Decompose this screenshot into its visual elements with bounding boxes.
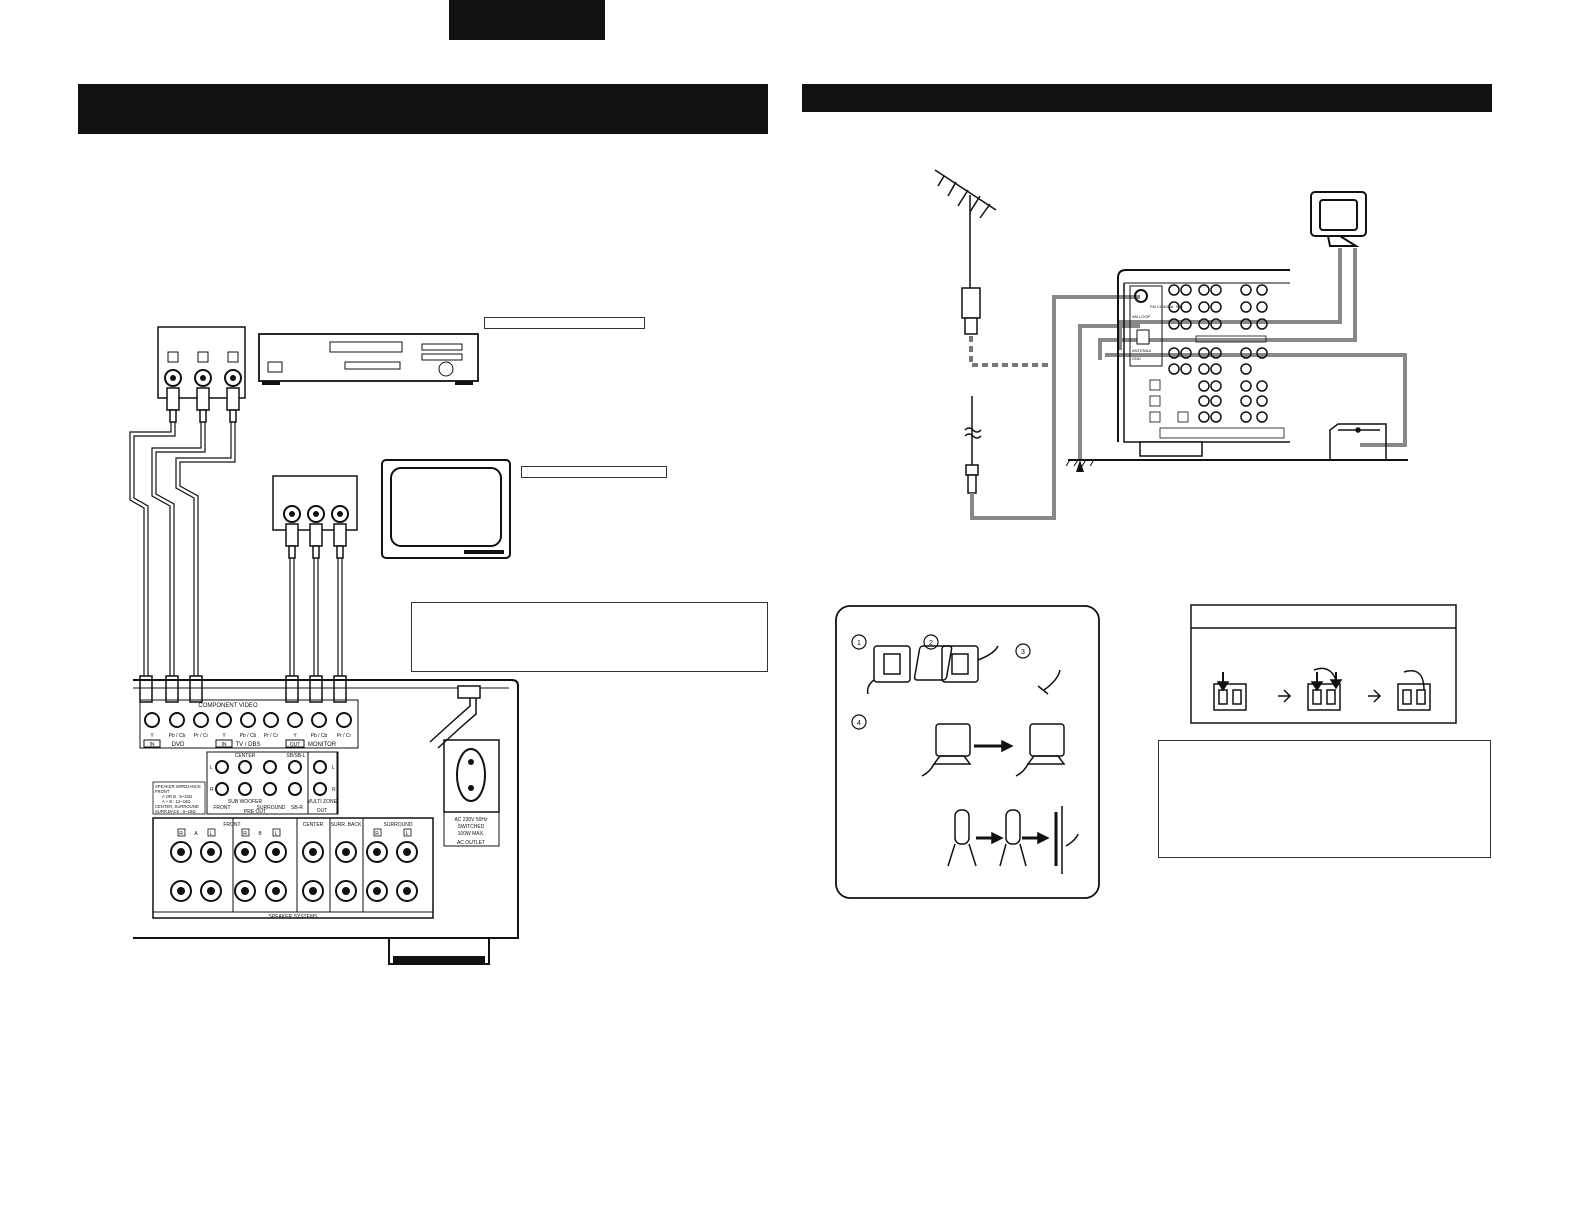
antenna-cables — [970, 248, 1407, 520]
svg-text:B: B — [258, 831, 262, 837]
svg-text:1: 1 — [857, 640, 861, 647]
fm-antenna-cable-dashed — [969, 336, 1055, 367]
svg-text:GND: GND — [1132, 356, 1141, 361]
svg-text:SB/SB-L: SB/SB-L — [286, 753, 305, 759]
top-tab — [449, 0, 605, 40]
svg-text:SPEAKER SYSTEMS: SPEAKER SYSTEMS — [269, 914, 319, 920]
svg-text:L: L — [210, 765, 213, 771]
video-cables — [129, 422, 343, 678]
svg-text:Pb / Cb: Pb / Cb — [169, 733, 186, 739]
fm-antenna-illustration — [934, 169, 997, 335]
svg-text:A + B : 12~16Ω: A + B : 12~16Ω — [162, 799, 191, 804]
svg-text:ANTENNA: ANTENNA — [1132, 348, 1151, 353]
dvd-plugs — [166, 387, 240, 423]
dvd-player-label — [484, 317, 645, 329]
svg-text:L: L — [332, 765, 335, 771]
svg-text:Y: Y — [222, 733, 226, 739]
svg-text:Pr / Cr: Pr / Cr — [194, 733, 209, 739]
svg-text:3: 3 — [1021, 649, 1025, 656]
svg-text:IN: IN — [150, 742, 155, 748]
svg-text:OUT: OUT — [290, 742, 301, 748]
ground-post-illustration — [1329, 423, 1387, 460]
svg-text:COMPONENT VIDEO: COMPONENT VIDEO — [198, 703, 258, 709]
svg-text:Pr / Cr: Pr / Cr — [337, 733, 352, 739]
push-terminal-box — [1190, 604, 1457, 724]
svg-text:AM LOOP: AM LOOP — [1132, 314, 1151, 319]
svg-text:A: A — [194, 831, 198, 837]
dvd-output-jacks — [157, 326, 246, 399]
svg-text:SUB WOOFER: SUB WOOFER — [228, 799, 263, 805]
right-section-title-bar — [802, 84, 1492, 112]
svg-text:TV / DBS: TV / DBS — [235, 742, 260, 748]
svg-text:R: R — [179, 831, 183, 837]
svg-text:AC OUTLET: AC OUTLET — [457, 840, 485, 846]
am-loop-antenna — [1310, 191, 1367, 247]
tv-monitor-illustration — [381, 459, 511, 559]
svg-text:CENTER, SURROUND: CENTER, SURROUND — [155, 804, 199, 809]
tv-plugs — [285, 523, 347, 559]
svg-text:2: 2 — [929, 640, 933, 647]
svg-text:SPEAKER IMPEDANCE: SPEAKER IMPEDANCE — [155, 784, 201, 789]
svg-text:SB-R: SB-R — [291, 805, 303, 811]
receiver-plugs — [139, 675, 347, 703]
svg-text:R: R — [332, 787, 336, 793]
svg-text:L: L — [275, 831, 278, 837]
receiver-rear-panel: COMPONENT VIDEO Y Pb / Cb Pr / Cr Y Pb /… — [133, 679, 519, 965]
svg-text:CENTER: CENTER — [235, 753, 256, 759]
ground-icon — [1076, 460, 1084, 472]
rear-panel-jacks — [1168, 284, 1268, 423]
left-section-title-bar — [78, 84, 768, 134]
am-loop-assembly-box: 1 2 3 4 — [835, 605, 1100, 899]
svg-text:FRONT: FRONT — [155, 789, 170, 794]
fm-indoor-antenna — [964, 396, 982, 494]
svg-text:SURROUND: SURROUND — [384, 822, 413, 828]
svg-text:OUT: OUT — [317, 808, 328, 814]
tv-input-jacks — [272, 475, 358, 531]
svg-text:FRONT: FRONT — [213, 805, 230, 811]
svg-text:PRE OUT: PRE OUT — [244, 809, 266, 815]
svg-text:Y: Y — [293, 733, 297, 739]
svg-text:R: R — [243, 831, 247, 837]
svg-text:FRONT: FRONT — [223, 822, 240, 828]
receiver-antenna-panel: FM COAXIAL 75Ω AM LOOP ANTENNA GND — [1065, 269, 1408, 472]
svg-text:SURROUND: SURROUND — [257, 805, 286, 811]
svg-text:Pr / Cr: Pr / Cr — [264, 733, 279, 739]
note-box-left — [411, 602, 768, 672]
svg-text:L: L — [210, 831, 213, 837]
svg-text:IN: IN — [222, 742, 227, 748]
svg-text:SURR.BACK : 6~16Ω: SURR.BACK : 6~16Ω — [155, 809, 196, 814]
svg-text:SWITCHED: SWITCHED — [458, 824, 485, 830]
svg-text:Pb / Cb: Pb / Cb — [240, 733, 257, 739]
svg-text:Pb / Cb: Pb / Cb — [311, 733, 328, 739]
note-box-right — [1158, 740, 1491, 858]
svg-text:4: 4 — [857, 720, 861, 727]
svg-text:AC 230V 50Hz: AC 230V 50Hz — [454, 817, 488, 823]
svg-text:FM COAXIAL 75Ω: FM COAXIAL 75Ω — [1150, 304, 1183, 309]
svg-text:R: R — [210, 787, 214, 793]
tv-monitor-label — [521, 466, 667, 478]
svg-text:SURR. BACK: SURR. BACK — [331, 822, 362, 828]
svg-text:MONITOR: MONITOR — [308, 742, 337, 748]
svg-text:L: L — [406, 831, 409, 837]
svg-text:A OR B : 6~16Ω: A OR B : 6~16Ω — [162, 794, 192, 799]
svg-text:CENTER: CENTER — [303, 822, 324, 828]
svg-text:R: R — [375, 831, 379, 837]
svg-text:MULTI ZONE: MULTI ZONE — [307, 799, 338, 805]
svg-text:Y: Y — [150, 733, 154, 739]
dvd-player-illustration — [258, 333, 479, 385]
svg-text:DVD: DVD — [172, 742, 185, 748]
svg-text:100W MAX.: 100W MAX. — [458, 831, 485, 837]
